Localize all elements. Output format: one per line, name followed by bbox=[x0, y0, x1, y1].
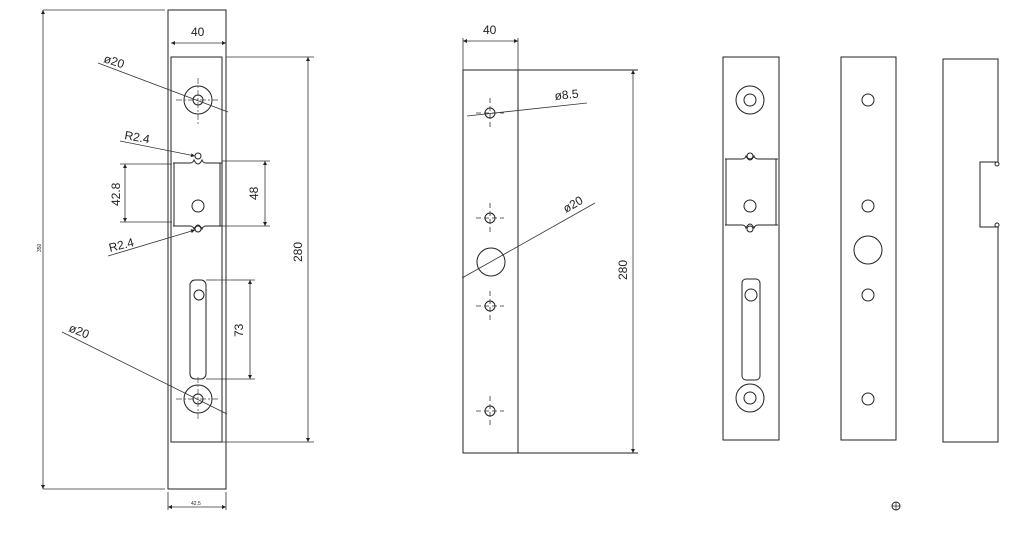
leader-top-dia bbox=[97, 62, 229, 113]
dim-48-label: 48 bbox=[247, 186, 261, 200]
radius-bottom-label: R2.4 bbox=[107, 235, 135, 255]
crosshair-circle-icon bbox=[891, 501, 901, 511]
dim-350-label: 350 bbox=[37, 243, 43, 252]
dim-40-label: 40 bbox=[191, 25, 205, 39]
dia-8.5-label: ø8.5 bbox=[554, 87, 580, 103]
radius-top-label: R2.4 bbox=[123, 128, 151, 146]
dia-bottom-label: ø20 bbox=[67, 321, 92, 342]
dia-20-label: ø20 bbox=[561, 193, 586, 216]
dim-42.8-label: 42.8 bbox=[109, 182, 123, 206]
dim-280-label: 280 bbox=[616, 260, 630, 280]
dim-280-label: 280 bbox=[291, 242, 305, 262]
dim-40-label: 40 bbox=[483, 23, 497, 37]
plate-outline bbox=[170, 56, 223, 443]
leader-bottom-dia bbox=[61, 331, 228, 415]
front-view bbox=[722, 56, 780, 441]
dim-42.5-label: 42.5 bbox=[191, 501, 201, 507]
dim-73-label: 73 bbox=[232, 323, 246, 337]
back-view bbox=[840, 56, 897, 441]
side-view bbox=[942, 58, 1000, 443]
overall-outline bbox=[167, 9, 227, 490]
back-view-dimensioned: 40 280 ø8.5 ø20 bbox=[461, 23, 638, 454]
front-view-dimensioned: 350 42.5 40 280 ø20 R2.4 R2.4 42.8 48 73 bbox=[37, 9, 314, 510]
dia-top-label: ø20 bbox=[102, 52, 126, 72]
